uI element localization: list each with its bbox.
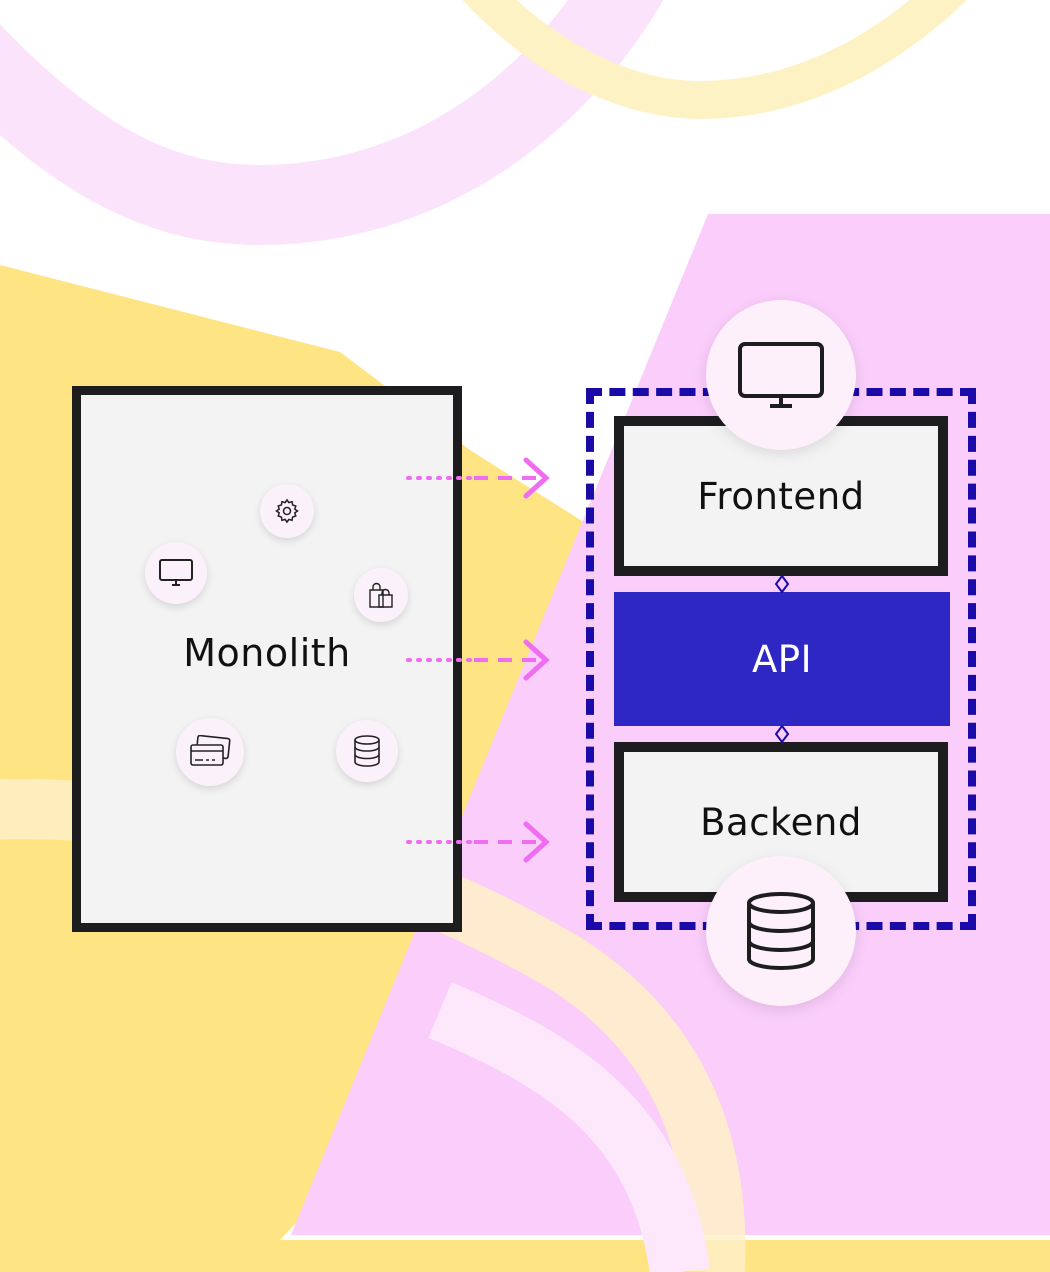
arrow-to-api <box>406 639 550 681</box>
light-arc-right <box>428 982 710 1272</box>
frontend-label: Frontend <box>697 474 865 518</box>
yellow-arc <box>462 0 967 120</box>
monitor-icon <box>145 542 207 604</box>
database-icon <box>747 892 815 971</box>
api-box: API <box>614 592 950 726</box>
connector-frontend-api <box>774 574 790 594</box>
arrow-to-backend <box>406 821 550 863</box>
credit-cards-icon <box>176 718 244 786</box>
gear-icon <box>260 484 314 538</box>
pink-arc <box>0 0 664 246</box>
api-label: API <box>751 637 813 681</box>
monolith-label: Monolith <box>183 631 351 675</box>
shopping-bags-icon <box>354 568 408 622</box>
connector-api-backend <box>774 724 790 744</box>
database-icon <box>336 720 398 782</box>
backend-label: Backend <box>700 800 862 844</box>
arrow-to-frontend <box>406 457 550 499</box>
backend-database-badge <box>706 856 856 1006</box>
frontend-monitor-badge <box>706 300 856 450</box>
monitor-icon <box>738 342 824 408</box>
